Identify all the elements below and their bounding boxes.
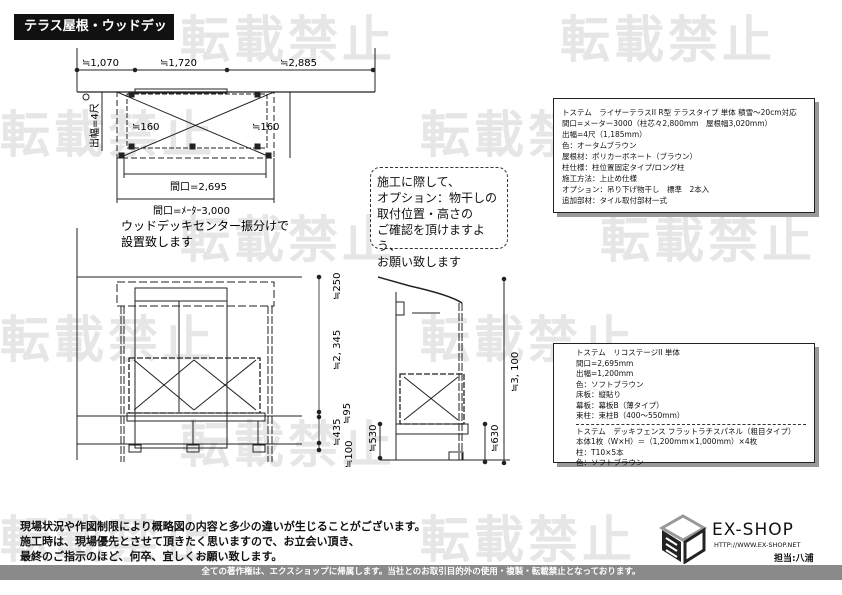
brand-url: HTTP://WWW.EX-SHOP.NET [714, 541, 801, 549]
dim-front-250: ≒250 [332, 273, 343, 300]
spec-line: トステム デッキフェンス フラットラチスパネル（粗目タイプ） [576, 426, 796, 436]
spec-line: 追加部材：タイル取付部材一式 [562, 196, 667, 205]
cube-icon [658, 514, 708, 564]
bubble-line: 取付位置・高さの [377, 207, 474, 221]
spec-line: 束柱：束柱B（400～550mm） [576, 411, 685, 420]
spec-line: 床板：縦貼り [576, 390, 621, 399]
spec-roof-box: トステム ライザーテラスII R型 テラスタイプ 単体 積雪～20cm対応 間口… [553, 98, 815, 213]
plan-note: ウッドデッキセンター振分けで [121, 218, 289, 233]
dim-side-530: ≒530 [368, 425, 379, 452]
disclaimer-line: 施工時は、現場優先とさせて頂きたく思いますので、お立会い頂き、 [20, 535, 360, 548]
dim-plan-2: ≒1,720 [160, 58, 197, 69]
spec-line: 柱仕様：柱位置固定タイプ/ロング柱 [562, 163, 685, 172]
spec-line: 間口=2,695mm [576, 358, 634, 368]
dim-side-630: ≒630 [490, 425, 501, 452]
divider [576, 423, 806, 425]
staff-name: 担当:八浦 [774, 554, 814, 564]
dim-front-435: ≒435 [332, 419, 343, 446]
spec-line: 間口=メーター3000（柱芯々2,800mm 屋根幅3,020mm） [562, 119, 773, 128]
spec-line: 施工方法：上止め仕様 [562, 174, 637, 183]
front-elevation [76, 228, 322, 462]
disclaimer: 現場状況や作図制限により概略図の内容と多少の違いが生じることがございます。 施工… [20, 519, 426, 564]
note-bubble: 施工に際して、 オプション：物干しの 取付位置・高さの ご確認を頂けますよう、 … [370, 167, 508, 269]
bubble-line: 施工に際して、 [377, 175, 461, 189]
page-title: テラス屋根・ウッドデッキ [14, 14, 174, 60]
spec-line: オプション：吊り下げ物干し 標準 2本入 [562, 185, 710, 194]
spec-line: トステム ライザーテラスII R型 テラスタイプ 単体 積雪～20cm対応 [562, 108, 797, 117]
offset-right: ≒160 [252, 122, 279, 133]
spec-line: 出幅=1,200mm [576, 369, 634, 378]
roof-width-label: 間口=ﾒｰﾀｰ3,000 [153, 205, 230, 217]
spec-deck-box: トステム リコステージII 単体 間口=2,695mm 出幅=1,200mm 色… [553, 343, 815, 467]
plan-note: 設置致します [121, 234, 193, 249]
brand-name: EX-SHOP [712, 520, 794, 540]
dim-plan-3: ≒2,885 [280, 58, 317, 69]
offset-left: ≒160 [132, 122, 159, 133]
bubble-line: ご確認を頂けますよう、 [377, 223, 486, 253]
spec-line: 色：ソフトブラウン [576, 458, 644, 467]
dim-front-95: ≒95 [342, 403, 353, 424]
depth-label: 出幅=4尺 [88, 103, 101, 148]
spec-line: 柱：T10×5本 [576, 447, 624, 457]
copyright-bar: 全ての著作権は、エクスショップに帰属します。当社とのお取引目的外の使用・複製・転… [0, 565, 842, 580]
bubble-line: オプション：物干しの [377, 191, 498, 205]
spec-line: 屋根材：ポリカーボネート（ブラウン） [562, 152, 697, 161]
plan-view [74, 48, 376, 203]
dim-side-3100: ≒3, 100 [510, 352, 521, 392]
disclaimer-line: 現場状況や作図制限により概略図の内容と多少の違いが生じることがございます。 [20, 520, 426, 533]
bubble-line: お願い致します [377, 255, 462, 269]
side-elevation [377, 276, 510, 466]
spec-line: 幕板：幕板B（薄タイプ） [576, 400, 664, 410]
spec-line: 出幅=4尺（1,185mm） [562, 130, 647, 139]
deck-width-label: 間口=2,695 [170, 181, 227, 193]
spec-line: 本体1枚（W×H）＝（1,200mm×1,000mm）×4枚 [576, 437, 758, 446]
dim-front-2345: ≒2, 345 [332, 330, 343, 370]
dim-plan-1: ≒1,070 [82, 58, 119, 69]
dim-front-100: ≒100 [344, 441, 355, 468]
spec-line: 色：ソフトブラウン [576, 379, 644, 389]
spec-line: トステム リコステージII 単体 [576, 348, 680, 357]
spec-line: 色：オータムブラウン [562, 141, 637, 150]
ex-shop-logo: EX-SHOP HTTP://WWW.EX-SHOP.NET 担当:八浦 [658, 514, 823, 564]
disclaimer-line: 最終のご指示のほど、何卒、宜しくお願い致します。 [20, 550, 283, 563]
